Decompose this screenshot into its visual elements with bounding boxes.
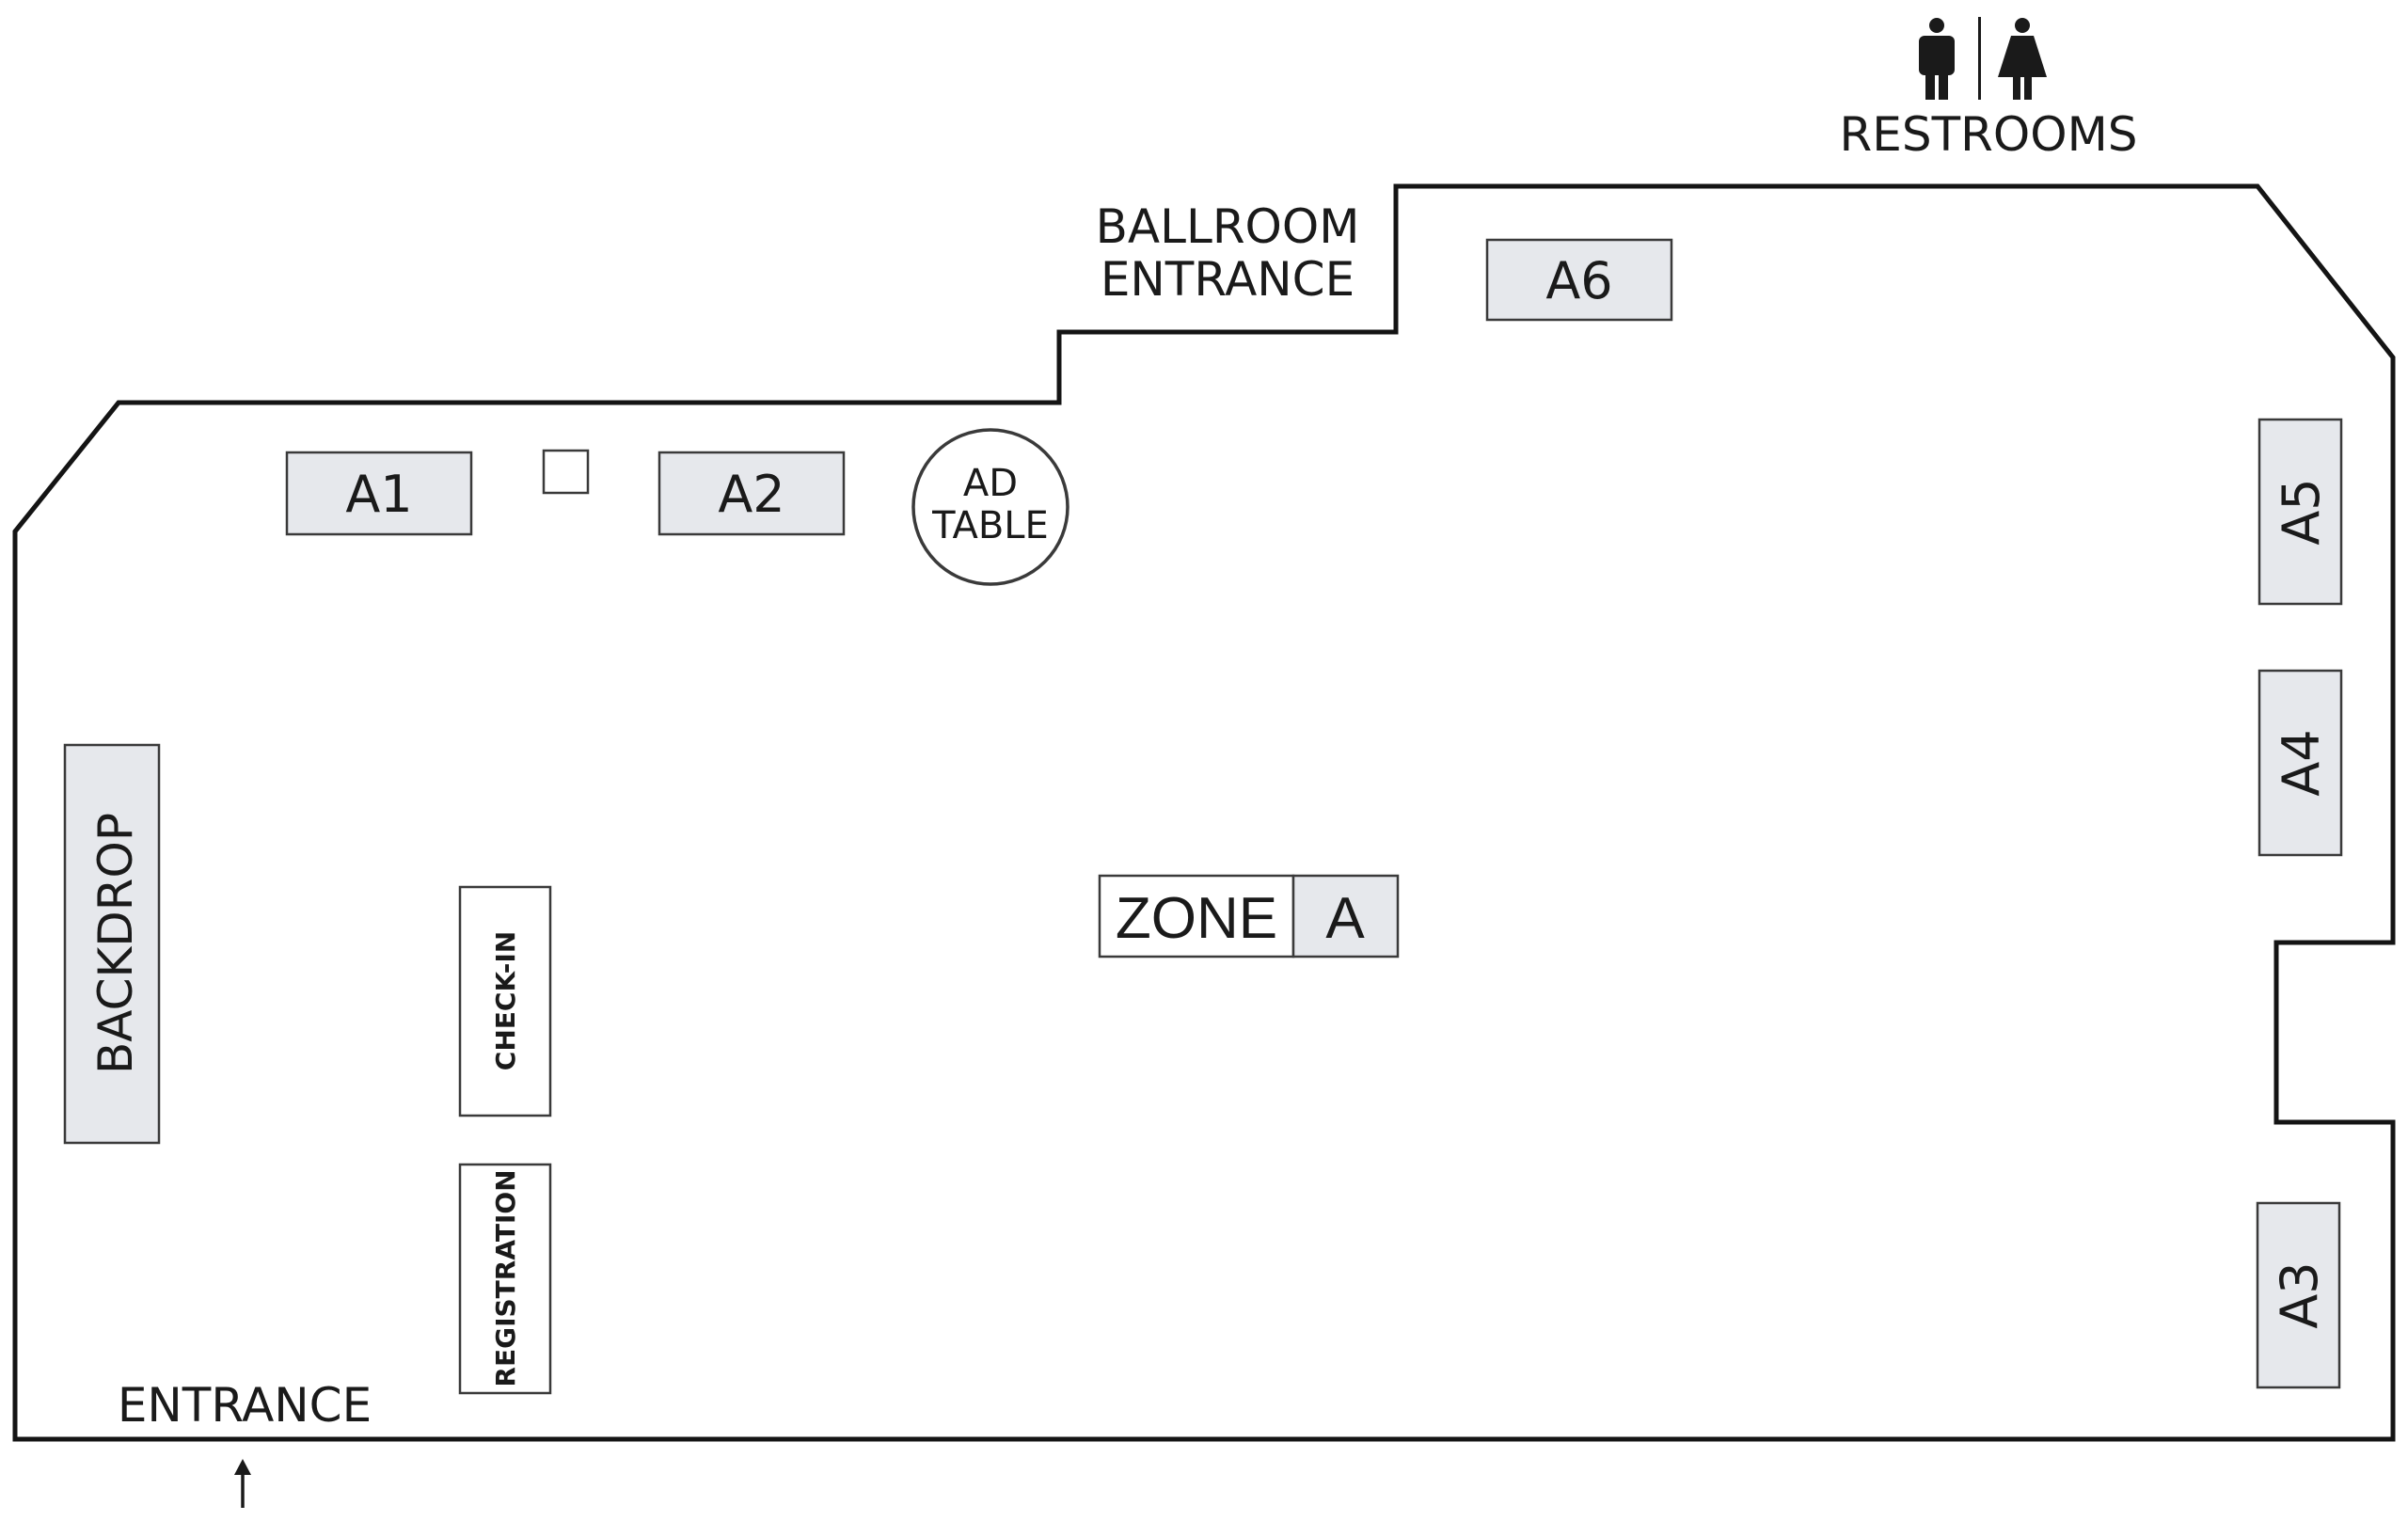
zone-letter-label: A — [1325, 886, 1365, 951]
backdrop[interactable] — [63, 743, 161, 1145]
booth-a5[interactable] — [2258, 418, 2343, 606]
restroom-divider — [1978, 17, 1981, 100]
booth-a6[interactable] — [1485, 238, 1673, 322]
floor-outline — [12, 183, 2396, 1442]
ballroom-entrance-label-line1: BALLROOM — [1096, 199, 1360, 254]
booth-a6-label: A6 — [1545, 251, 1612, 310]
booth-a1-label: A1 — [345, 465, 412, 524]
booth-a3-label: A3 — [2270, 1261, 2329, 1328]
booth-a1[interactable] — [285, 451, 473, 536]
ad-table-label-line1: AD — [963, 462, 1018, 505]
registration-label: REGISTRATION — [490, 1169, 521, 1386]
registration-desk[interactable] — [458, 1163, 552, 1395]
booth-a2[interactable] — [657, 451, 846, 536]
backdrop-label: BACKDROP — [88, 813, 143, 1074]
female-restroom-icon — [1998, 18, 2047, 100]
small-table[interactable] — [542, 449, 590, 495]
zone-word-label: ZONE — [1116, 886, 1277, 951]
restrooms-label: RESTROOMS — [1840, 107, 2138, 162]
ad-table-label-line2: TABLE — [931, 504, 1049, 547]
male-restroom-icon — [1919, 18, 1955, 100]
booth-a2-label: A2 — [718, 465, 784, 524]
zone-letter-box — [1291, 874, 1400, 959]
booth-a4[interactable] — [2258, 669, 2343, 857]
check-in-label: CHECK-IN — [490, 931, 521, 1070]
booth-a4-label: A4 — [2272, 729, 2331, 796]
check-in-desk[interactable] — [458, 885, 552, 1117]
up-arrow-icon — [234, 1459, 251, 1508]
zone-a-sign: ZONE A — [1098, 874, 1400, 959]
booth-a5-label: A5 — [2272, 478, 2331, 545]
restroom-sign: RESTROOMS — [1840, 17, 2138, 162]
entrance-label: ENTRANCE — [118, 1378, 372, 1433]
ballroom-entrance-label-line2: ENTRANCE — [1101, 252, 1354, 307]
booth-a3[interactable] — [2256, 1201, 2341, 1389]
ad-table[interactable] — [911, 428, 1069, 586]
zone-word-box — [1098, 874, 1295, 959]
